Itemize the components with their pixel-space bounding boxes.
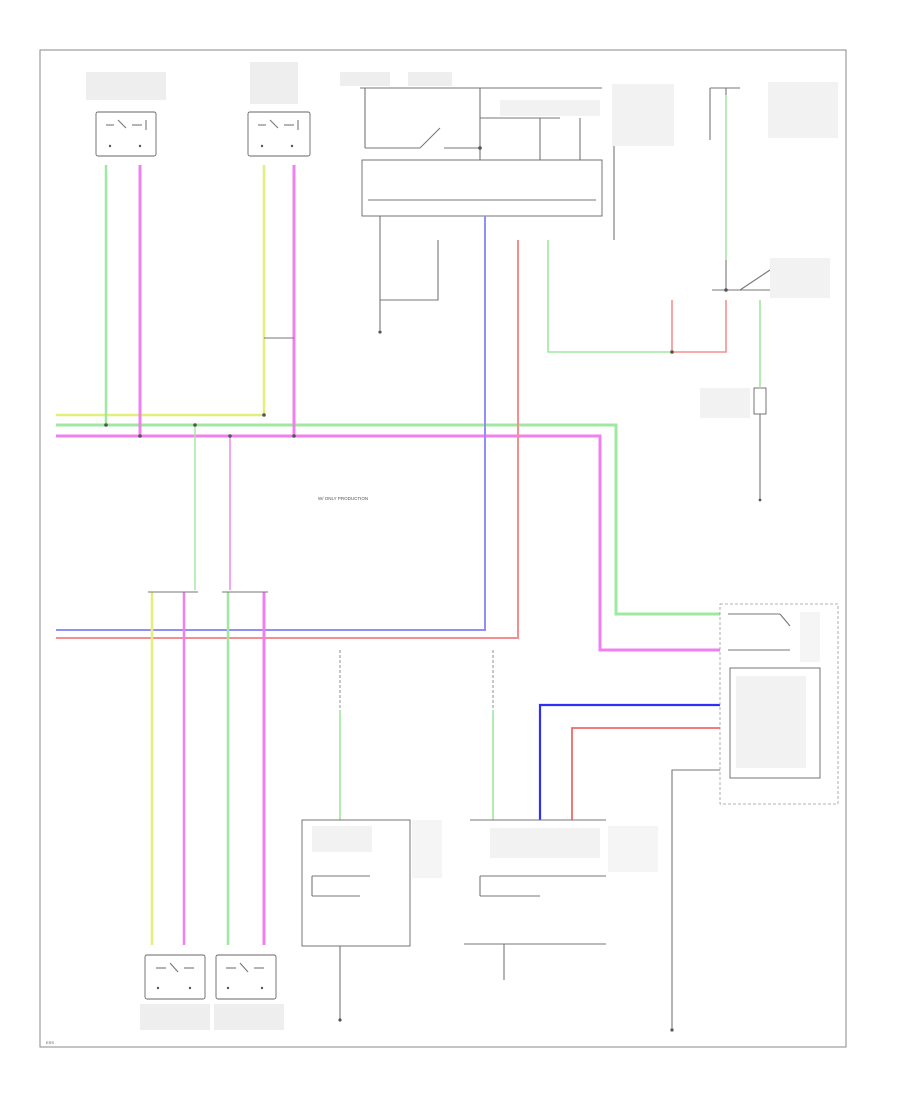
splice-points bbox=[104, 146, 728, 438]
wire-red-bright bbox=[571, 727, 720, 820]
right-control-module bbox=[719, 603, 839, 805]
wire-red-loop bbox=[671, 300, 727, 353]
wire-blue-bright bbox=[538, 703, 720, 820]
diagram-frame bbox=[39, 49, 847, 1048]
wire-red-bus bbox=[56, 240, 519, 639]
footer-code-label: ESS bbox=[46, 1040, 54, 1045]
wire-lime-bus bbox=[56, 165, 266, 417]
top-left-component-2 bbox=[247, 62, 311, 157]
bottom-center-module-left bbox=[301, 819, 442, 1022]
top-center-switch-block bbox=[340, 72, 674, 240]
wire-green-bus bbox=[56, 423, 720, 616]
wire-green-loop bbox=[547, 240, 672, 353]
wire-pink-bus bbox=[56, 434, 720, 652]
center-note-label: W/ ONLY PRODUCTION bbox=[318, 496, 368, 501]
bottom-left-connector-1 bbox=[140, 954, 210, 1030]
bottom-center-module-right bbox=[464, 819, 658, 980]
bottom-left-connector-2 bbox=[214, 954, 284, 1030]
top-left-component-1 bbox=[86, 72, 166, 157]
wire-blue-bus bbox=[56, 216, 486, 631]
top-right-switch bbox=[700, 82, 838, 502]
